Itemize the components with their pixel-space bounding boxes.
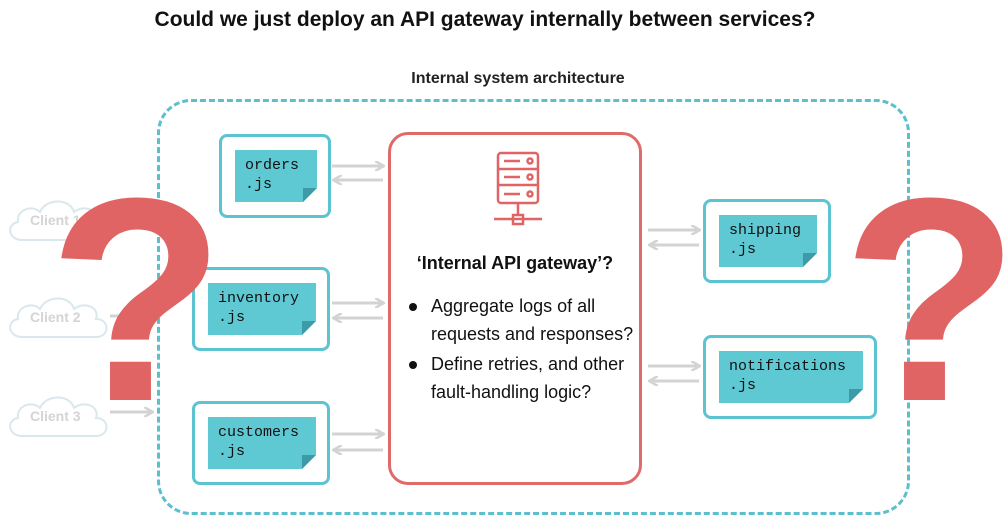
service-name: orders (245, 157, 300, 174)
service-customers: customers .js (192, 401, 330, 485)
service-ext: .js (218, 309, 246, 326)
service-inventory: inventory .js (192, 267, 330, 351)
note-fold-shade (803, 253, 817, 267)
page-title: Could we just deploy an API gateway inte… (154, 8, 816, 31)
question-mark-right: ? (842, 138, 1003, 462)
client-1: Client 1 (0, 190, 150, 250)
note-fold-shade (302, 455, 316, 469)
service-note: inventory .js (208, 283, 316, 335)
internal-system-boundary (157, 99, 910, 515)
cloud-icon (9, 200, 108, 241)
service-name: inventory (218, 290, 300, 307)
service-ext: .js (729, 241, 757, 258)
client-label: Client 3 (30, 408, 81, 424)
note-fold-shade (302, 321, 316, 335)
client-3: Client 3 (0, 386, 150, 446)
service-note: shipping .js (719, 215, 817, 267)
note-fold-shade (303, 188, 317, 202)
gateway-bullet: Aggregate logs of all requests and respo… (405, 292, 641, 348)
service-name: customers (218, 424, 300, 441)
internal-api-gateway: ‘Internal API gateway’? Aggregate logs o… (388, 132, 642, 485)
gateway-title: ‘Internal API gateway’? (416, 253, 614, 273)
bullet-dot-icon (409, 303, 417, 311)
service-shipping: shipping .js (703, 199, 831, 283)
client-label: Client 2 (30, 309, 81, 325)
gateway-bullets: Aggregate logs of all requests and respo… (405, 292, 641, 408)
cloud-icon (9, 396, 108, 437)
service-ext: .js (245, 176, 273, 193)
gateway-bullet: Define retries, and other fault-handling… (405, 350, 641, 406)
client-label: Client 1 (30, 212, 81, 228)
service-note: orders .js (235, 150, 317, 202)
gateway-bullet-text: Aggregate logs of all requests and respo… (431, 296, 634, 344)
question-mark-left: ? (48, 138, 226, 462)
gateway-bullet-text: Define retries, and other fault-handling… (431, 354, 625, 402)
service-note: customers .js (208, 417, 316, 469)
service-ext: .js (729, 377, 757, 394)
service-notifications: notifications .js (703, 335, 877, 419)
bullet-dot-icon (409, 361, 417, 369)
system-label: Internal system architecture (411, 70, 625, 87)
service-ext: .js (218, 443, 246, 460)
service-orders: orders .js (219, 134, 331, 218)
cloud-icon (9, 297, 108, 338)
server-network-icon (494, 151, 542, 226)
service-note: notifications .js (719, 351, 863, 403)
service-name: notifications (729, 358, 847, 375)
note-fold-shade (849, 389, 863, 403)
service-name: shipping (729, 222, 802, 239)
client-2: Client 2 (0, 287, 150, 347)
